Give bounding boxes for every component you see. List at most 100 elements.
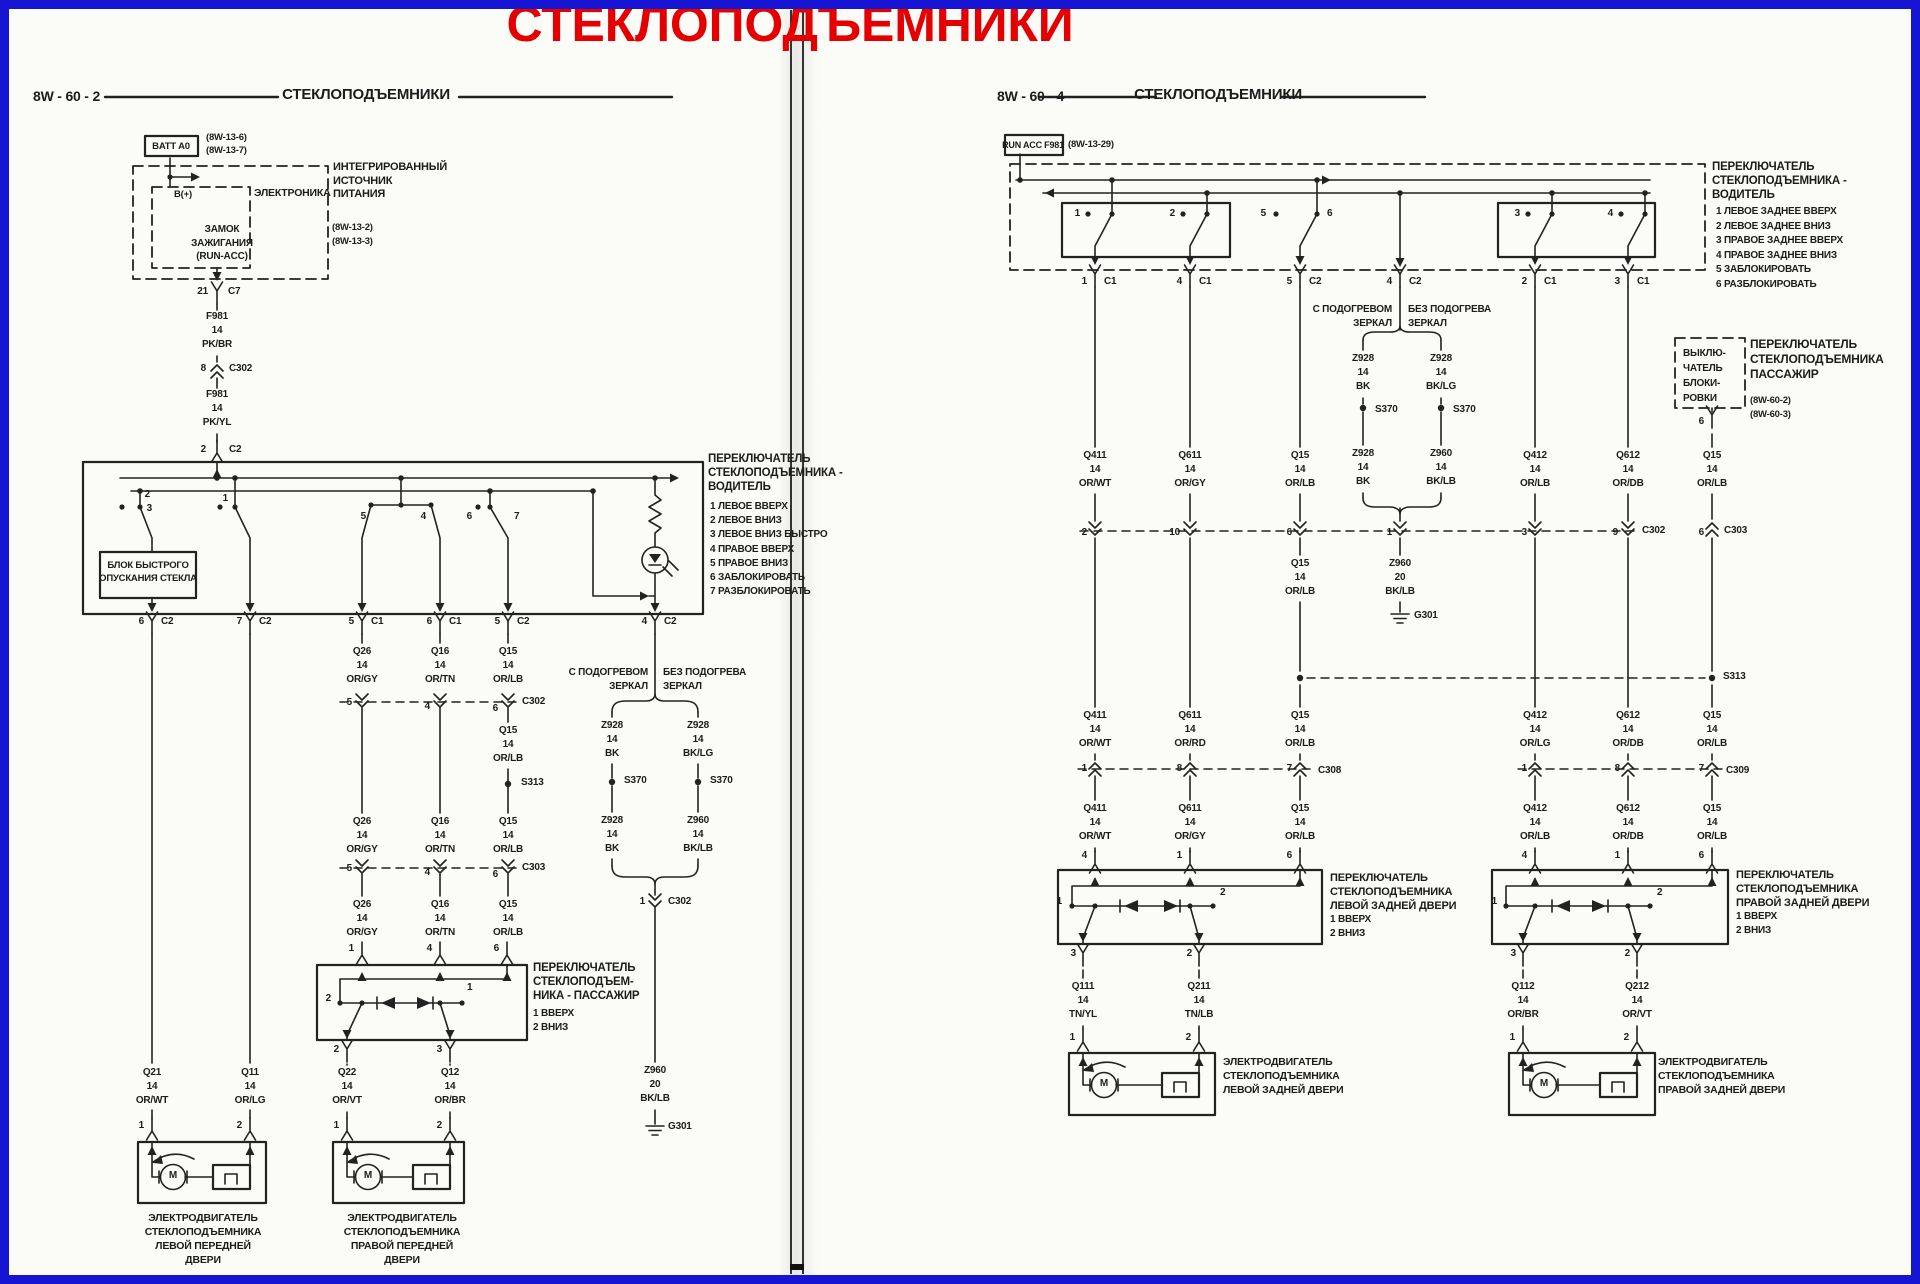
c7-pin: 21 (197, 286, 208, 297)
wire2-z960-bklb: Z960 14 BK/LB (1426, 448, 1456, 487)
lrear-pin6: 6 (1286, 850, 1293, 861)
wire-q612-3: Q612 14 OR/DB (1612, 803, 1644, 842)
wire-q15r-4: Q15 14 OR/LB (1284, 803, 1316, 842)
s370-2: S370 (710, 775, 733, 786)
c302b-pin5: 5 (346, 697, 353, 708)
rrear-int-2: 2 (1657, 887, 1663, 898)
wire-q611-3: Q611 14 OR/GY (1174, 803, 1206, 842)
lr-motor-pin2: 2 (1185, 1032, 1192, 1043)
drv2-right-contact-box (1496, 201, 1657, 259)
drv2-sw-1: 1 (1074, 208, 1081, 219)
wire-q411-3: Q411 14 OR/WT (1078, 803, 1112, 842)
pass2-title: ПЕРЕКЛЮЧАТЕЛЬ СТЕКЛОПОДЪЕМНИКА ПАССАЖИР (1750, 337, 1884, 381)
wire-q26-2: Q26 14 OR/GY (346, 816, 378, 855)
c302r-pin6: 6 (1286, 527, 1293, 538)
s313-right: S313 (1723, 671, 1746, 682)
s370-4: S370 (1453, 404, 1476, 415)
lrear-items: 1 ВВЕРХ 2 ВНИЗ (1330, 914, 1372, 940)
g301-left: G301 (668, 1121, 692, 1132)
conn-7c2-name: C2 (259, 616, 272, 627)
lf-motor-breaker-icon (211, 1163, 252, 1191)
wire2-z928-bklg: Z928 14 BK/LG (1425, 353, 1457, 392)
rr-motor-pin1: 1 (1509, 1032, 1516, 1043)
rr-motor-icon (1530, 1071, 1558, 1099)
c309-pin8: 8 (1614, 763, 1621, 774)
pass-int-2: 2 (325, 993, 332, 1004)
wire-q15r-1: Q15 14 OR/LB (1284, 450, 1316, 489)
wire-q21: Q21 14 OR/WT (135, 1067, 169, 1106)
drv-sw-5: 5 (360, 511, 367, 522)
drv2-sw-3: 3 (1514, 208, 1521, 219)
rf-motor-label: ЭЛЕКТРОДВИГАТЕЛЬ СТЕКЛОПОДЪЕМНИКА ПРАВОЙ… (343, 1212, 461, 1266)
c302a-name: C302 (229, 363, 253, 374)
rf-motor-m: M (363, 1170, 373, 1181)
wire-z960-20: Z960 20 BK/LB (640, 1065, 670, 1104)
pass-int-1: 1 (467, 982, 473, 993)
c303-name: C303 (522, 862, 546, 873)
rrear-out2: 2 (1624, 948, 1631, 959)
wire-q15-4: Q15 14 OR/LB (492, 899, 524, 938)
wire-q112: Q112 14 OR/BR (1507, 981, 1539, 1020)
conn-7c2-pin: 7 (236, 616, 243, 627)
rf-motor-box (331, 1140, 466, 1205)
lockout-label: ВЫКЛЮ- ЧАТЕЛЬ БЛОКИ- РОВКИ (1683, 348, 1726, 404)
lrear-out2: 2 (1186, 948, 1193, 959)
drv2-sw-2: 2 (1169, 208, 1176, 219)
rr-motor-pin2: 2 (1623, 1032, 1630, 1043)
splice-s313-a (1296, 674, 1304, 682)
wire-q15-3: Q15 14 OR/LB (492, 816, 524, 855)
lockout-switch-box (1674, 337, 1746, 409)
conn2-1c1-name: C1 (1104, 276, 1117, 287)
c302b-pin4: 4 (424, 701, 431, 712)
left-page-wiring (81, 95, 705, 1205)
conn-4c2-name: C2 (664, 616, 677, 627)
lr-motor-icon (1090, 1071, 1118, 1099)
conn2-4c2-name: C2 (1409, 276, 1422, 287)
drv-sw-4: 4 (420, 511, 427, 522)
drv-sw-7: 7 (514, 511, 520, 522)
lp-code: 8W - 60 - 2 (33, 88, 101, 104)
c309-name: C309 (1726, 765, 1750, 776)
lrear-pin4: 4 (1081, 850, 1088, 861)
drv2-sw-5: 5 (1260, 208, 1267, 219)
lr-motor-label: ЭЛЕКТРОДВИГАТЕЛЬ СТЕКЛОПОДЪЕМНИКА ЛЕВОЙ … (1223, 1056, 1344, 1096)
lf-motor-label: ЭЛЕКТРОДВИГАТЕЛЬ СТЕКЛОПОДЪЕМНИКА ЛЕВОЙ … (144, 1212, 262, 1266)
wire-q26-1: Q26 14 OR/GY (346, 646, 378, 685)
conn-4c2-pin: 4 (641, 616, 648, 627)
rrear-pin4: 4 (1521, 850, 1528, 861)
lrear-out3: 3 (1070, 948, 1077, 959)
drv2-sw-6: 6 (1327, 208, 1333, 219)
rrear-switch-box (1490, 868, 1730, 946)
wire2-z960-20: Z960 20 BK/LB (1385, 558, 1415, 597)
rr-motor-label: ЭЛЕКТРОДВИГАТЕЛЬ СТЕКЛОПОДЪЕМНИКА ПРАВОЙ… (1658, 1056, 1786, 1096)
splice-s370-3 (1359, 404, 1367, 412)
rr-motor-box (1507, 1051, 1657, 1117)
wire-q111: Q111 14 TN/YL (1069, 981, 1097, 1020)
rr-motor-breaker-icon (1598, 1071, 1639, 1099)
conn2-5c2-name: C2 (1309, 276, 1322, 287)
wire-q212: Q212 14 OR/VT (1622, 981, 1652, 1020)
lrear-int-2: 2 (1220, 887, 1226, 898)
wire-q16-2: Q16 14 OR/TN (424, 816, 456, 855)
passenger-switch-diodes (376, 996, 434, 1010)
led-icon (641, 546, 669, 574)
conn-5c2-name: C2 (517, 616, 530, 627)
runacc-feed-box (1003, 133, 1065, 157)
conn-6c2-pin: 6 (138, 616, 145, 627)
mirror-unheated: БЕЗ ПОДОГРЕВА ЗЕРКАЛ (663, 667, 746, 692)
lrear-switch-box (1056, 868, 1324, 946)
wire-q22: Q22 14 OR/VT (332, 1067, 362, 1106)
battery-feed-box (143, 134, 200, 158)
passenger-switch-box (315, 963, 529, 1042)
right-page-wiring (1003, 95, 1746, 1117)
pass-out2: 2 (333, 1044, 340, 1055)
mirror2-unheated: БЕЗ ПОДОГРЕВА ЗЕРКАЛ (1408, 304, 1491, 329)
wire-q12: Q12 14 OR/BR (434, 1067, 466, 1106)
splice-s370-2 (694, 778, 702, 786)
pass2-refs: (8W-60-2) (8W-60-3) (1750, 395, 1791, 420)
rrear-title: ПЕРЕКЛЮЧАТЕЛЬ СТЕКЛОПОДЪЕМНИКА ПРАВОЙ ЗА… (1736, 869, 1870, 909)
drv-sw-1: 1 (222, 493, 229, 504)
conn-6c1-pin: 6 (426, 616, 433, 627)
